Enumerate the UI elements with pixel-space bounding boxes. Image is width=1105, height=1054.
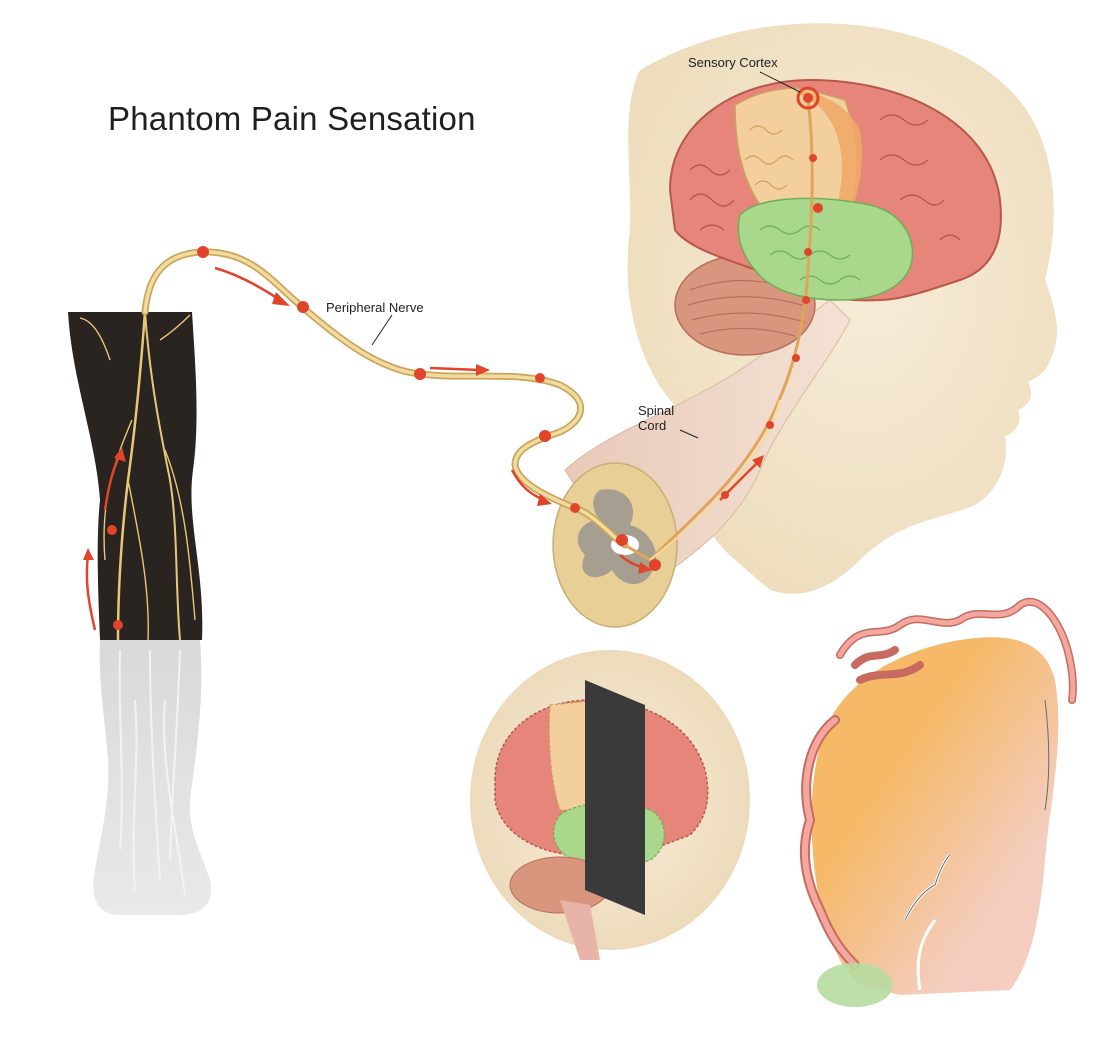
spinal-cord-label-line2: Cord	[638, 418, 674, 433]
section-plane	[585, 680, 645, 915]
spinal-cord-label: Spinal Cord	[638, 403, 674, 433]
diagram-title: Phantom Pain Sensation	[108, 100, 476, 138]
spinal-cord-label-line1: Spinal	[638, 403, 674, 418]
small-head-section	[470, 650, 750, 960]
amputated-leg	[68, 312, 211, 915]
peripheral-nerve-label: Peripheral Nerve	[326, 300, 424, 315]
sensory-cortex-label: Sensory Cortex	[688, 55, 778, 70]
cortical-section	[812, 637, 1059, 995]
cortex-cross-section	[805, 602, 1073, 1007]
phantom-limb	[93, 640, 211, 915]
